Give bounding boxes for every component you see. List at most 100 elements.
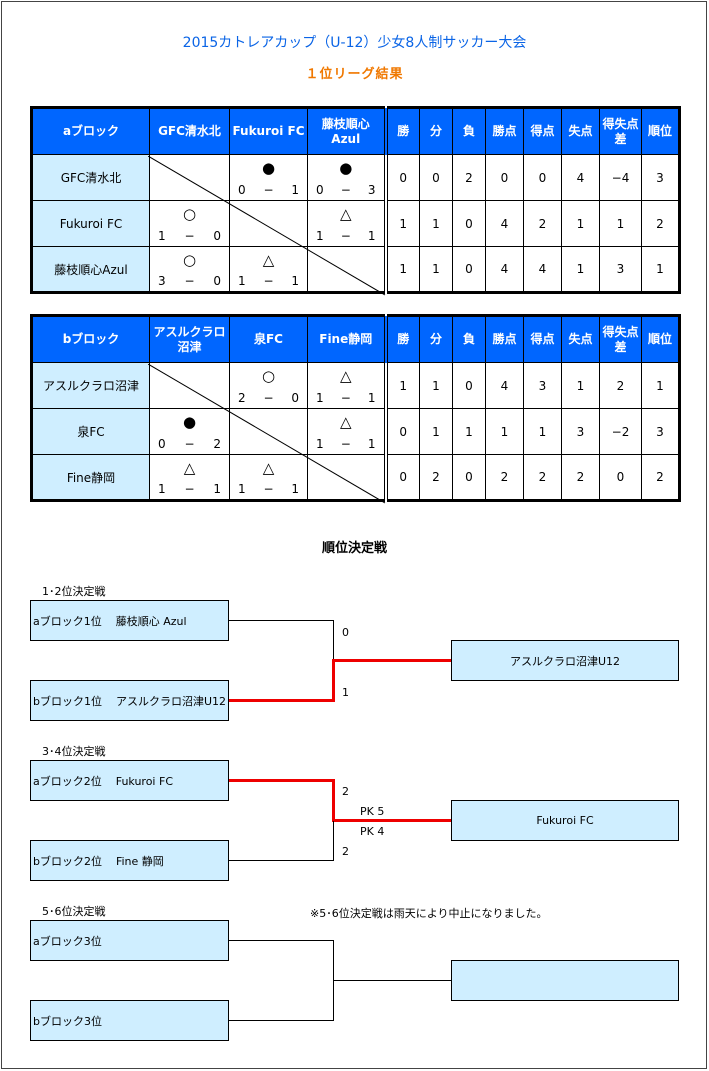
match-56-winner — [451, 960, 679, 1001]
bracket-line — [229, 860, 334, 861]
score-home: 1 — [238, 274, 246, 288]
page-subtitle: １位リーグ結果 — [305, 67, 404, 82]
stat-cell: 3 — [561, 408, 600, 455]
stat-cell: 1 — [452, 408, 486, 455]
match-result-cell: ●0−3 — [307, 154, 388, 201]
score-home: 0 — [316, 183, 324, 197]
stat-header: 分 — [419, 107, 453, 155]
block-name: bブロック — [31, 315, 150, 363]
match-34-title: 3･4位決定戦 — [42, 745, 106, 758]
match-56-title: 5･6位決定戦 — [42, 905, 106, 918]
stat-cell: 2 — [485, 454, 524, 501]
stat-cell: 0 — [523, 154, 562, 201]
bracket-line — [229, 620, 334, 621]
score-home: 3 — [158, 274, 166, 288]
team-name: 泉FC — [31, 408, 150, 455]
score-away: 1 — [213, 482, 221, 496]
result-icon: △ — [183, 459, 196, 477]
stat-header: 得点 — [523, 315, 562, 363]
page-title: 2015カトレアカップ（U-12）少女8人制サッカー大会 — [182, 35, 527, 51]
result-icon: ○ — [182, 205, 197, 223]
stat-cell: 1 — [419, 408, 453, 455]
match-result-cell: ○1−0 — [149, 200, 230, 247]
result-icon: ○ — [182, 251, 197, 269]
stat-cell: 1 — [385, 200, 420, 247]
match-34-top-team: aブロック2位 Fukuroi FC — [30, 760, 229, 801]
stat-cell: 0 — [419, 154, 453, 201]
match-12-winner: アスルクラロ沼津U12 — [451, 640, 679, 681]
stat-cell: 2 — [523, 454, 562, 501]
match-34-winner: Fukuroi FC — [451, 800, 679, 841]
match-score: 1−1 — [316, 229, 376, 243]
stat-header: 勝点 — [485, 315, 524, 363]
stat-cell: −4 — [599, 154, 642, 201]
stat-header: 負 — [452, 315, 486, 363]
stat-cell: 0 — [385, 454, 420, 501]
match-score: 1−1 — [316, 391, 376, 405]
self-match-cell — [229, 408, 308, 455]
match-score: 3 − 0 — [158, 274, 221, 288]
stat-cell: 3 — [641, 408, 680, 455]
stat-cell: 0 — [385, 408, 420, 455]
score-home: 1 — [158, 482, 166, 496]
score-home: 1 — [316, 391, 324, 405]
self-match-cell — [149, 154, 230, 201]
match-34-pk-bottom: PK 4 — [360, 825, 385, 838]
stat-cell: 2 — [419, 454, 453, 501]
result-icon: ● — [182, 413, 197, 431]
stat-cell: 2 — [561, 454, 600, 501]
bracket-line — [333, 980, 451, 981]
match-56-note: ※5･6位決定戦は雨天により中止になりました。 — [310, 907, 548, 920]
result-icon: △ — [339, 205, 352, 223]
stat-header: 分 — [419, 315, 453, 363]
stat-cell: 4 — [485, 200, 524, 247]
bracket-line — [229, 940, 334, 941]
score-away: 1 — [291, 482, 299, 496]
self-match-cell — [229, 200, 308, 247]
score-dash: − — [184, 482, 195, 496]
score-away: 3 — [367, 183, 376, 197]
match-34-bottom-team: bブロック2位 Fine 静岡 — [30, 840, 229, 881]
stat-cell: 4 — [485, 362, 524, 409]
stat-cell: −2 — [599, 408, 642, 455]
score-dash: − — [263, 482, 274, 496]
block-name: aブロック — [31, 107, 150, 155]
stat-header: 勝点 — [485, 107, 524, 155]
match-result-cell: ●0−1 — [229, 154, 308, 201]
stat-cell: 0 — [385, 154, 420, 201]
stat-cell: 4 — [523, 246, 562, 293]
stat-header: 得点 — [523, 107, 562, 155]
match-score: 2−0 — [238, 391, 299, 405]
score-dash: − — [184, 274, 195, 288]
stat-cell: 4 — [561, 154, 600, 201]
score-home: 1 — [238, 482, 246, 496]
team-name: Fukuroi FC — [31, 200, 150, 247]
match-result-cell: ○2−0 — [229, 362, 308, 409]
winner-line — [229, 699, 335, 702]
score-dash: − — [263, 274, 274, 288]
header-team: アスルクラロ 沼津 — [149, 315, 230, 363]
ranking-heading: 順位決定戦 — [321, 541, 387, 556]
match-56-bottom-team: bブロック3位 — [30, 1000, 229, 1041]
winner-line — [332, 779, 335, 822]
stat-cell: 2 — [523, 200, 562, 247]
stat-cell: 3 — [599, 246, 642, 293]
stat-cell: 1 — [523, 408, 562, 455]
stat-cell: 4 — [485, 246, 524, 293]
score-away: 0 — [213, 274, 221, 288]
stat-cell: 3 — [641, 154, 680, 201]
team-name: Fine静岡 — [31, 454, 150, 501]
stat-cell: 0 — [452, 200, 486, 247]
score-dash: − — [340, 437, 351, 451]
score-home: 1 — [316, 437, 324, 451]
result-icon: ● — [339, 159, 353, 177]
score-home: 0 — [238, 183, 246, 197]
match-result-cell: ○ 3 − 0 — [149, 246, 230, 293]
stat-header: 勝 — [385, 315, 420, 363]
stat-cell: 0 — [599, 454, 642, 501]
score-dash: − — [263, 183, 274, 197]
match-score: 0−2 — [158, 437, 221, 451]
